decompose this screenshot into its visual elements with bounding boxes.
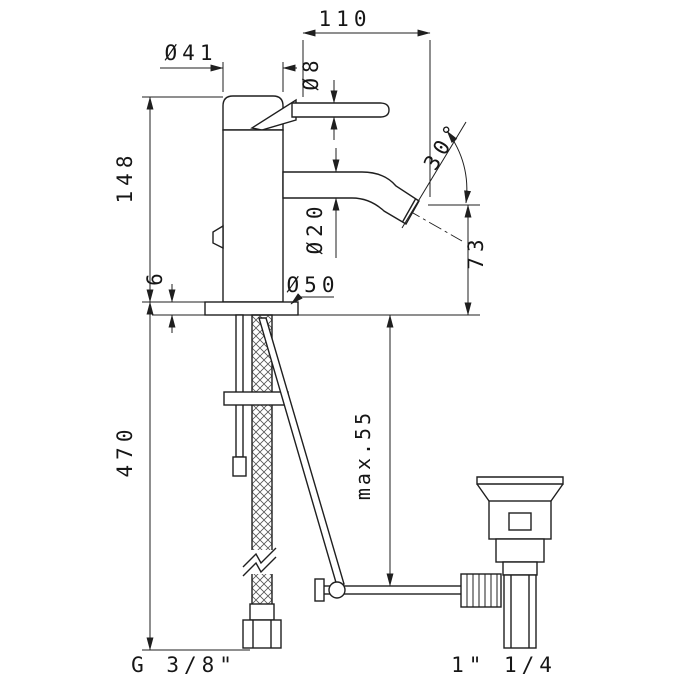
waste-neck xyxy=(502,561,538,576)
rod-clevis xyxy=(314,578,325,602)
dim-spout-height-label: 73 xyxy=(464,234,488,269)
dim-spout-angle: 30° xyxy=(401,117,471,229)
dim-base-thickness: 6 xyxy=(143,268,205,333)
faucet-mixer xyxy=(204,95,463,316)
linkage-ball-joint xyxy=(328,581,346,599)
mounting-bracket xyxy=(223,391,289,406)
dim-hose-length-label: 470 xyxy=(113,425,137,478)
hose-nut xyxy=(242,619,282,649)
waste-mid-body xyxy=(495,538,545,563)
waste-tailpipe xyxy=(503,574,537,649)
pipe-break-symbol xyxy=(242,556,277,577)
dim-spout-reach-label: 110 xyxy=(319,7,372,31)
overflow-window xyxy=(508,512,532,531)
tailpipe-inner-walls xyxy=(510,575,530,648)
pop-up-linkage-rod xyxy=(258,317,345,587)
dim-spout-diameter-label: Ø20 xyxy=(303,202,327,255)
dim-body-height-label: 148 xyxy=(113,151,137,204)
dim-lever-rod-label: Ø8 xyxy=(299,55,323,90)
dim-base-thickness-label: 6 xyxy=(143,268,167,286)
inlet-thread-label: G 3/8" xyxy=(131,653,237,677)
dim-cap-diameter: Ø41 xyxy=(160,41,297,92)
pop-up-waste-assembly xyxy=(460,476,564,649)
dim-max-deck: max.55 xyxy=(351,314,394,587)
knurl-lines xyxy=(466,574,498,607)
dim-max-deck-label: max.55 xyxy=(351,410,375,500)
hose-collar xyxy=(249,603,275,621)
dim-lever-rod: Ø8 xyxy=(299,55,338,140)
base-plate xyxy=(204,301,299,316)
dim-base-diameter: Ø50 xyxy=(287,273,340,305)
dim-spout-reach: 110 xyxy=(302,7,431,197)
waste-flange-rim xyxy=(476,476,564,485)
below-deck-parts xyxy=(223,314,479,649)
dim-base-diameter-label: Ø50 xyxy=(287,273,340,297)
pop-up-rod-tip xyxy=(232,456,247,477)
pop-up-knob xyxy=(212,224,224,250)
dim-spout-diameter: Ø20 xyxy=(303,148,340,258)
dim-spout-angle-label: 30° xyxy=(419,117,467,175)
extension-line xyxy=(222,62,284,92)
faucet-body xyxy=(222,129,284,303)
waste-size-label: 1" 1/4 xyxy=(451,653,557,677)
waste-flange-taper xyxy=(476,483,564,502)
pipe-break-symbol xyxy=(242,547,277,568)
spout-tip-edge xyxy=(401,198,417,223)
hose-nut-facets xyxy=(252,620,272,648)
angle-arc xyxy=(446,130,471,204)
leader-line xyxy=(290,293,334,305)
dim-hose-length: 470 xyxy=(113,301,250,651)
spout xyxy=(282,171,420,225)
dim-body-height: 148 xyxy=(113,96,223,303)
pop-up-rod xyxy=(235,314,244,458)
dim-cap-diameter-label: Ø41 xyxy=(165,41,218,65)
rod-knurl-nut xyxy=(460,573,502,608)
lever-handle xyxy=(291,102,390,118)
